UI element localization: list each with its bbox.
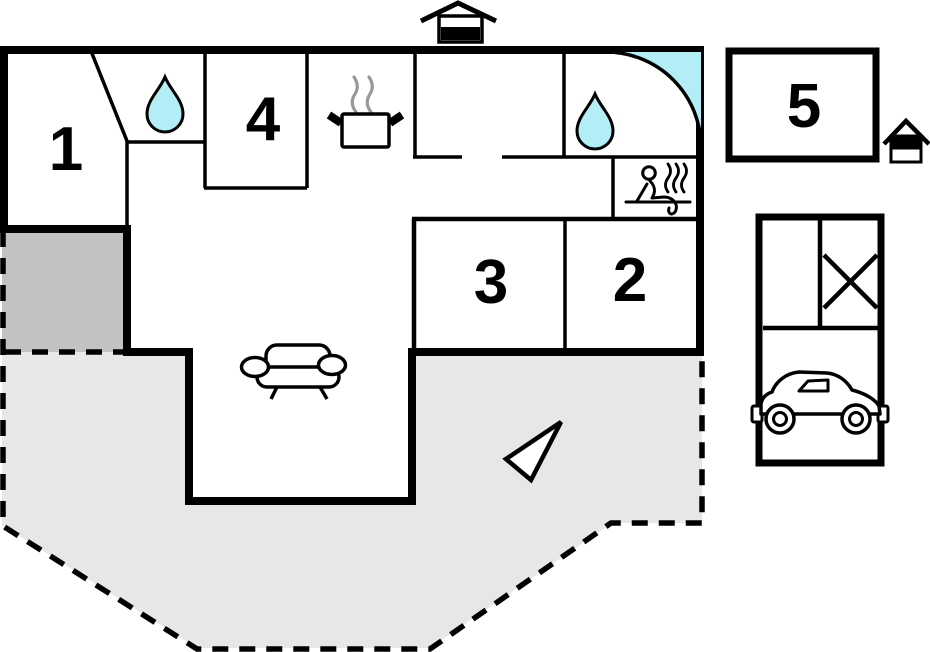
pot-handle: [387, 111, 405, 127]
sauna-person-body: [648, 179, 678, 216]
house-icon: [882, 117, 930, 164]
room-5-label: 5: [787, 72, 821, 141]
pot-body: [340, 112, 391, 149]
steam-line: [664, 162, 672, 194]
annex-room5-box: [725, 47, 880, 163]
car-icon: [750, 370, 890, 435]
water-drop-icon: [575, 90, 615, 151]
sofa-leg: [318, 386, 329, 400]
steam-line: [365, 75, 374, 114]
car-wheel-hub: [772, 411, 788, 427]
corner-shower-fill: [606, 52, 701, 147]
cooking-pot-icon: [326, 75, 405, 149]
room-2-label: 2: [613, 246, 647, 315]
chimney-house-icon: [419, 0, 498, 44]
steam-line: [680, 162, 688, 194]
steam-line: [672, 162, 680, 194]
north-arrow-icon: [502, 420, 563, 484]
corner-shower-arc: [605, 50, 703, 148]
sofa-armrest: [239, 355, 271, 379]
sauna-person-head: [641, 165, 657, 181]
main-house-perimeter: [0, 46, 704, 505]
water-drop-icon: [145, 73, 185, 134]
wall-diagonal-room1: [89, 50, 129, 142]
house-body-fill: [441, 27, 480, 40]
room-4-label: 4: [246, 85, 281, 154]
storage-cross-icon: [822, 253, 879, 310]
room-1-label: 1: [49, 115, 83, 184]
terrace-area: [2, 352, 702, 648]
corner-shower-icon: [605, 50, 703, 148]
steam-line: [350, 75, 359, 114]
room-3-label: 3: [474, 248, 508, 317]
garage: [750, 213, 890, 467]
sofa-icon: [239, 343, 348, 400]
sauna-person-arm: [635, 182, 649, 203]
car-window: [797, 378, 830, 393]
interior-walls: [89, 50, 700, 352]
house-body-fill: [892, 137, 920, 150]
sauna-icon: [624, 162, 692, 216]
porch-area: [2, 229, 127, 352]
sofa-leg: [269, 386, 279, 400]
pot-handle: [326, 111, 344, 127]
sofa-armrest: [316, 353, 348, 377]
car-body: [759, 370, 882, 416]
car-wheel-hub: [848, 411, 864, 427]
terrace-dashed-outline: [0, 231, 705, 652]
